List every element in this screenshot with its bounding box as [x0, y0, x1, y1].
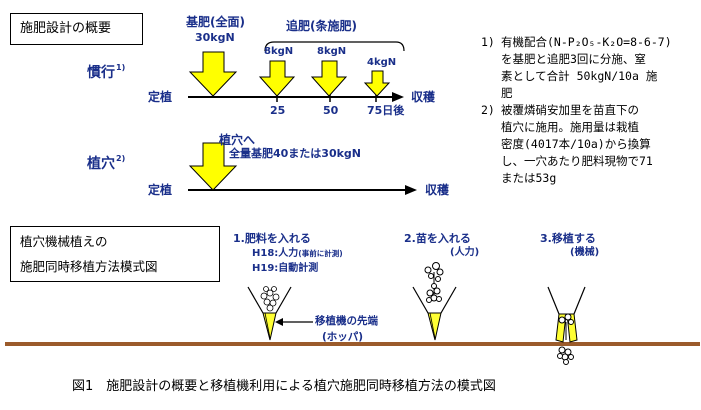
figure-caption: 図1 施肥設計の概要と移植機利用による植穴施肥同時移植方法の模式図: [72, 379, 496, 394]
step-2-sub: (人力): [450, 247, 480, 258]
topdress-amount-3: 4kgN: [367, 57, 397, 68]
note-1-line: 素として合計 50kgN/10a 施: [501, 69, 658, 83]
step-3-title: 3.移植する: [540, 232, 596, 245]
hopper-2: [412, 262, 457, 341]
hopper-label-line1: 移植機の先端: [315, 315, 378, 327]
note-2-line: 植穴に施用。施用量は栽植: [501, 120, 639, 134]
step-3-sub: (機械): [570, 247, 600, 258]
uketsu-label: 植穴: [87, 156, 115, 172]
machine-planting-box: 植穴機械植えの 施肥同時移植方法模式図: [10, 226, 220, 282]
fertilizer-pellets-icon: [260, 286, 280, 312]
basal-fertilizer-arrow: [188, 51, 238, 97]
note-1-line: を基肥と追肥3回に分施、窒: [501, 52, 646, 66]
kanko-axis-tick-75: 75日後: [367, 104, 405, 117]
topdress-label: 追肥(条施肥): [286, 19, 357, 33]
topdress-amount-1: 8kgN: [264, 46, 294, 57]
topdress-arrow-1: [258, 60, 296, 97]
note-2: 2) 被覆燐硝安加里を苗直下の 植穴に施用。施用量は栽植 密度(4017本/10…: [481, 102, 695, 187]
kanko-axis-tick-25: 25: [270, 104, 286, 117]
basal-label: 基肥(全面): [186, 15, 245, 29]
step-1-sub1-note: (事前に計測): [298, 249, 343, 258]
uketsu-timeline-arrowhead: [405, 185, 417, 195]
note-1-line: 肥: [501, 86, 513, 100]
seedling-icon: [424, 262, 444, 303]
transplanted-seedling-icon: [557, 313, 574, 365]
note-2-line: し、一穴あたり肥料現物で71: [501, 154, 653, 168]
hopper-3: [547, 286, 586, 365]
uketsu-line2: 全量基肥40または30kgN: [229, 147, 362, 160]
note-2-line: または53g: [501, 171, 557, 185]
kanko-label: 慣行: [87, 65, 115, 81]
machine-box-line1: 植穴機械植えの: [20, 234, 108, 249]
note-2-line: 被覆燐硝安加里を苗直下の: [501, 103, 639, 117]
notes-panel: 1) 有機配合(N-P₂O₅-K₂O=8-6-7) を基肥と追肥3回に分施、窒 …: [481, 34, 695, 187]
hopper-1: [247, 286, 292, 341]
kanko-superscript: 1): [116, 63, 126, 72]
machine-box-line2: 施肥同時移植方法模式図: [20, 259, 158, 274]
topdress-brace: [264, 41, 405, 52]
kanko-timeline-arrowhead: [392, 92, 404, 102]
step-1-title: 1.肥料を入れる: [233, 232, 311, 245]
hopper-label-line2: (ホッパ): [322, 331, 364, 343]
basal-amount: 30kgN: [195, 31, 235, 44]
uketsu-fertilizer-arrow: [188, 142, 238, 191]
note-1-number: 1): [481, 35, 495, 49]
note-2-number: 2): [481, 103, 495, 117]
uketsu-superscript: 2): [116, 154, 126, 163]
hopper-pointer-arrowhead: [275, 318, 283, 326]
uketsu-axis-end: 収穫: [425, 183, 450, 197]
topdress-arrow-3: [363, 70, 391, 97]
topdress-arrow-2: [310, 60, 348, 97]
step-1-sub1: H18:人力(事前に計測): [252, 249, 343, 259]
topdress-amount-2: 8kgN: [317, 46, 347, 57]
step-1-sub1-prefix: H18:人力: [252, 248, 299, 259]
step-2-title: 2.苗を入れる: [404, 232, 471, 245]
design-overview-box: 施肥設計の概要: [10, 13, 143, 45]
step-1-sub2: H19:自動計測: [252, 263, 319, 274]
note-2-line: 密度(4017本/10a)から換算: [501, 137, 651, 151]
kanko-axis-start: 定植: [148, 90, 173, 104]
note-1: 1) 有機配合(N-P₂O₅-K₂O=8-6-7) を基肥と追肥3回に分施、窒 …: [481, 34, 695, 102]
kanko-axis-end: 収穫: [411, 90, 436, 104]
uketsu-line1: 植穴へ: [219, 133, 256, 147]
note-1-line: 有機配合(N-P₂O₅-K₂O=8-6-7): [501, 35, 672, 49]
kanko-axis-tick-50: 50: [323, 104, 339, 117]
design-overview-title: 施肥設計の概要: [20, 21, 112, 36]
ground-line: [5, 342, 700, 346]
uketsu-axis-start: 定植: [148, 183, 173, 197]
